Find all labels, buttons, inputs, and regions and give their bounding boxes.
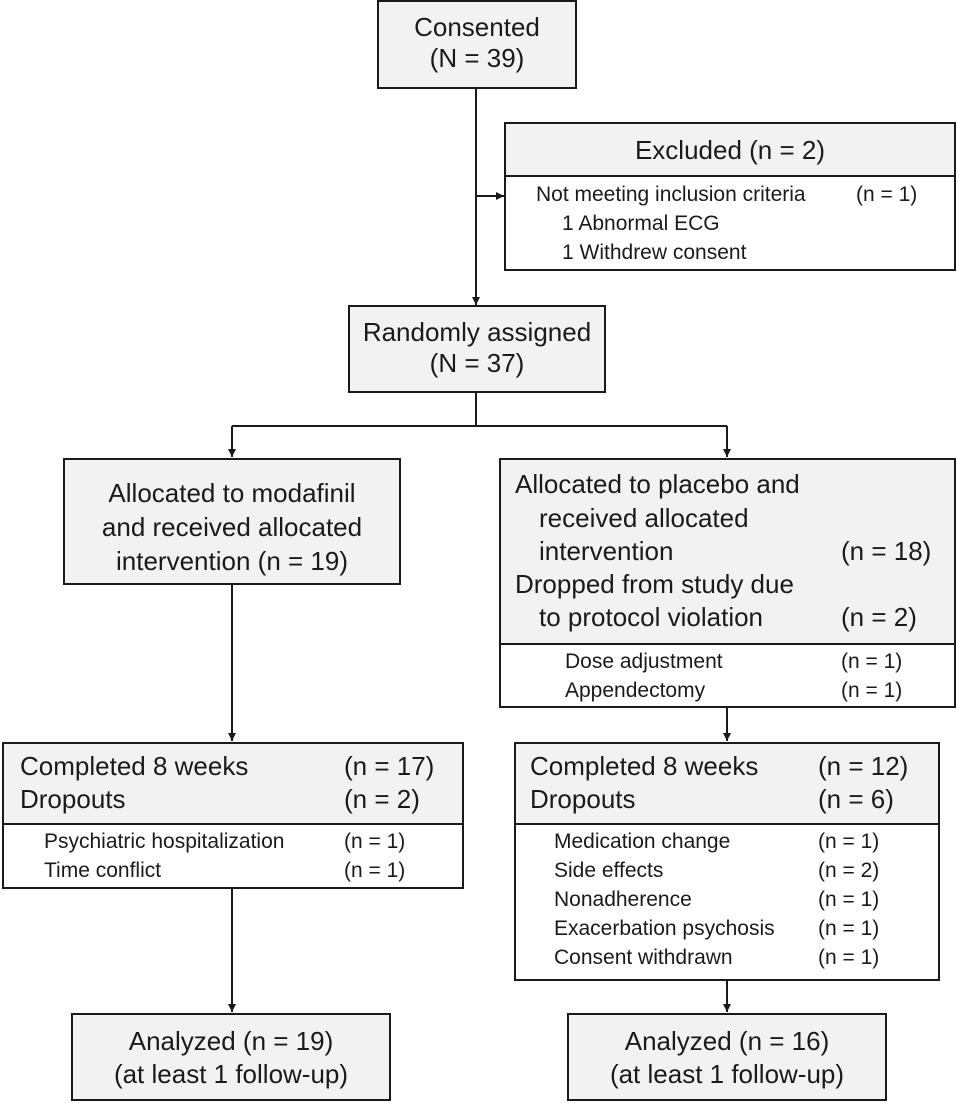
list-item-label: Time conflict — [44, 859, 162, 882]
modafinil-analyzed-box: Analyzed (n = 19) (at least 1 follow-up) — [71, 1013, 391, 1101]
modafinil-allocation-line2: and received allocated — [101, 512, 363, 542]
list-item-label: Nonadherence — [554, 888, 692, 911]
excluded-reason-count: (n = 1) — [856, 183, 918, 206]
modafinil-completed-count: (n = 17) — [344, 751, 435, 781]
placebo-analyzed-box: Analyzed (n = 16) (at least 1 follow-up) — [567, 1013, 887, 1101]
excluded-title: Excluded (n = 2) — [634, 135, 826, 165]
modafinil-dropouts-label: Dropouts — [20, 784, 126, 814]
placebo-allocation-line3: intervention — [539, 536, 674, 566]
excluded-detail-ecg: 1 Abnormal ECG — [562, 212, 720, 235]
placebo-dropouts-label: Dropouts — [530, 784, 636, 814]
consented-label: Consented — [414, 12, 540, 42]
modafinil-allocation-line3: intervention (n = 19) — [116, 546, 348, 576]
placebo-allocation-line1: Allocated to placebo and — [515, 469, 800, 499]
modafinil-completed-label: Completed 8 weeks — [20, 751, 249, 781]
randomized-count: (N = 37) — [429, 348, 525, 378]
list-item-count: (n = 1) — [818, 830, 880, 853]
list-item-count: (n = 1) — [344, 859, 406, 882]
consented-box: Consented (N = 39) — [377, 0, 577, 89]
modafinil-completed-box: Completed 8 weeks (n = 17) Dropouts (n =… — [2, 742, 464, 889]
modafinil-allocation-box: Allocated to modafinil and received allo… — [63, 458, 401, 585]
placebo-dropped-line1: Dropped from study due — [515, 569, 794, 599]
placebo-allocation-line2: received allocated — [539, 503, 749, 533]
placebo-allocation-count: (n = 18) — [841, 536, 932, 566]
excluded-detail-consent: 1 Withdrew consent — [562, 241, 747, 264]
list-item-count: (n = 1) — [344, 830, 406, 853]
list-item-count: (n = 1) — [841, 650, 903, 673]
list-item-label: Medication change — [554, 830, 731, 853]
list-item-label: Exacerbation psychosis — [554, 917, 775, 940]
list-item-count: (n = 1) — [818, 888, 880, 911]
list-item-label: Side effects — [554, 859, 664, 882]
placebo-dropouts-count: (n = 6) — [818, 784, 894, 814]
modafinil-allocation-line1: Allocated to modafinil — [108, 478, 356, 508]
consented-count: (N = 39) — [429, 43, 525, 73]
list-item-label: Consent withdrawn — [554, 946, 733, 969]
randomized-box: Randomly assigned (N = 37) — [348, 305, 606, 393]
placebo-analyzed-label: Analyzed (n = 16) — [624, 1026, 830, 1056]
modafinil-analyzed-label: Analyzed (n = 19) — [128, 1026, 334, 1056]
placebo-allocation-box: Allocated to placebo and received alloca… — [499, 458, 956, 708]
placebo-completed-count: (n = 12) — [818, 751, 909, 781]
modafinil-dropout-reasons: Psychiatric hospitalization (n = 1) Time… — [4, 823, 462, 887]
placebo-violation-reasons: Dose adjustment (n = 1) Appendectomy (n … — [501, 643, 954, 706]
modafinil-analyzed-note: (at least 1 follow-up) — [113, 1059, 349, 1089]
placebo-dropped-count: (n = 2) — [841, 602, 917, 632]
excluded-details: Not meeting inclusion criteria (n = 1) 1… — [506, 175, 954, 269]
list-item-label: Dose adjustment — [565, 650, 723, 673]
modafinil-dropouts-count: (n = 2) — [344, 784, 420, 814]
placebo-dropped-line2: to protocol violation — [539, 602, 764, 632]
placebo-analyzed-note: (at least 1 follow-up) — [609, 1059, 845, 1089]
list-item-label: Appendectomy — [565, 679, 706, 702]
list-item-count: (n = 1) — [818, 946, 880, 969]
randomized-label: Randomly assigned — [362, 317, 592, 347]
excluded-reason: Not meeting inclusion criteria — [536, 183, 806, 206]
list-item-label: Psychiatric hospitalization — [44, 830, 285, 853]
placebo-completed-label: Completed 8 weeks — [530, 751, 759, 781]
excluded-box: Excluded (n = 2) Not meeting inclusion c… — [504, 122, 956, 271]
list-item-count: (n = 1) — [818, 917, 880, 940]
list-item-count: (n = 1) — [841, 679, 903, 702]
list-item-count: (n = 2) — [818, 859, 880, 882]
placebo-completed-box: Completed 8 weeks (n = 12) Dropouts (n =… — [514, 742, 940, 981]
placebo-dropout-reasons: Medication change (n = 1) Side effects (… — [516, 823, 938, 979]
